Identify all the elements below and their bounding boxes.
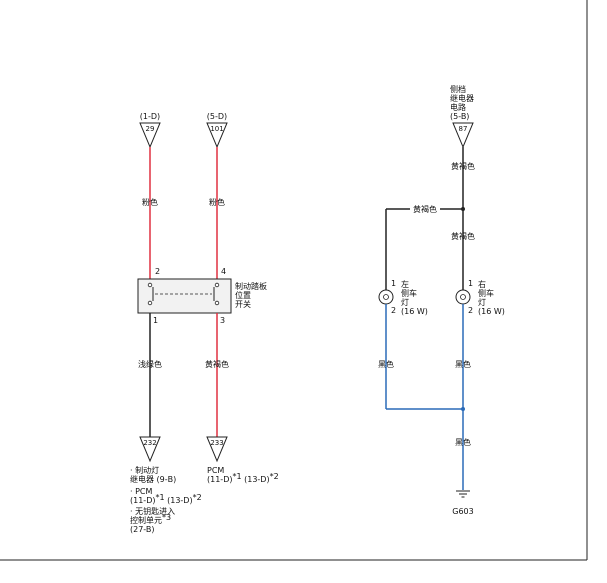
connector-top-right: 侧档 继电器 电路 (5-B) 87 xyxy=(450,84,474,149)
connector-top-right-num: 87 xyxy=(459,125,468,133)
switch-label-2: 位置 xyxy=(235,290,251,300)
switch-pin-2: 2 xyxy=(155,267,160,276)
wire-left-top-color: 粉色 xyxy=(142,197,158,207)
connector-top-middle-num: 101 xyxy=(210,125,223,133)
dest-left-line-3-text: · PCM xyxy=(130,487,152,496)
wire-middle-bottom-color: 黄褐色 xyxy=(205,359,229,369)
dest-left-line-7: (27-B) xyxy=(130,525,155,534)
wire-ground-color: 黑色 xyxy=(455,437,471,447)
left-side-marker-lamp: 1 2 左 侧车 灯 (16 W) xyxy=(378,279,428,316)
wire-left-lamp-bottom-color: 黑色 xyxy=(378,359,394,369)
switch-contact-4 xyxy=(214,282,220,288)
dest-left-line-1: · 制动灯 xyxy=(130,465,159,475)
right-lamp-pin-2: 2 xyxy=(468,306,473,315)
connector-bottom-left-num: 232 xyxy=(143,439,156,447)
dest-middle-line-2-text2: (13-D) xyxy=(242,475,270,484)
dest-left-line-4-sup: *1 xyxy=(155,493,164,502)
wire-left-bottom-color: 浅绿色 xyxy=(138,359,162,369)
right-lamp-circle xyxy=(455,289,471,305)
wire-middle-top-color: 粉色 xyxy=(209,197,225,207)
switch-contact-1 xyxy=(147,300,153,306)
left-lamp-pin-2: 2 xyxy=(391,306,396,315)
right-lamp-pin-1: 1 xyxy=(468,279,473,288)
dest-middle-line-2-sup: *1 xyxy=(232,472,241,481)
dest-left-line-2: 继电器 (9-B) xyxy=(130,474,176,484)
wire-right-lamp-bottom-color: 黑色 xyxy=(455,359,471,369)
connector-top-right-triangle xyxy=(452,122,474,149)
connector-top-right-ref: (5-B) xyxy=(450,112,469,121)
wire-right-mid-color: 黄褐色 xyxy=(451,231,475,241)
dest-middle-line-2-text: (11-D) xyxy=(207,475,232,484)
ground-symbol: G603 xyxy=(452,490,474,516)
dest-middle-line-2-sup2: *2 xyxy=(270,472,279,481)
connector-top-middle-triangle xyxy=(206,122,228,149)
switch-pin-1: 1 xyxy=(153,316,158,325)
switch-pin-4: 4 xyxy=(221,267,226,276)
left-lamp-circle xyxy=(378,289,394,305)
dest-left-line-6: 控制单元*3 xyxy=(130,513,171,525)
connector-bottom-middle-num: 233 xyxy=(210,439,223,447)
switch-label-1: 制动踏板 xyxy=(235,281,267,291)
connector-bottom-middle-destinations: PCM (11-D)*1 (13-D)*2 xyxy=(207,466,279,484)
switch-label-3: 开关 xyxy=(235,299,251,309)
connector-top-middle-ref: (5-D) xyxy=(207,112,227,121)
left-lamp-label-4: (16 W) xyxy=(401,307,428,316)
right-lamp-label-3: 灯 xyxy=(478,297,486,307)
dest-left-line-7-text: (27-B) xyxy=(130,525,155,534)
wire-branch-label-bg xyxy=(410,203,440,214)
dest-left-line-5: · 无钥匙进入 xyxy=(130,506,175,516)
dest-left-line-4: (11-D)*1 (13-D)*2 xyxy=(130,493,202,505)
ground-label: G603 xyxy=(452,507,473,516)
connector-bottom-left-triangle xyxy=(139,436,161,463)
switch-contact-3 xyxy=(214,300,220,306)
dest-left-line-6-sup: *3 xyxy=(162,513,171,522)
connector-top-right-title-3: 电路 xyxy=(450,102,466,112)
right-side-marker-lamp: 1 2 右 侧车 灯 (16 W) xyxy=(455,279,505,316)
switch-pin-3: 3 xyxy=(220,316,225,325)
dest-left-line-1-text: · 制动灯 xyxy=(130,465,159,475)
connector-top-left-num: 29 xyxy=(146,125,155,133)
right-lamp-label-1: 右 xyxy=(478,279,486,289)
connector-bottom-left: 232 xyxy=(139,436,161,463)
left-lamp-label-1: 左 xyxy=(401,279,409,289)
dest-left-line-4-sup2: *2 xyxy=(193,493,202,502)
left-lamp-pin-1: 1 xyxy=(391,279,396,288)
right-lamp-label-2: 侧车 xyxy=(478,288,494,298)
dest-middle-line-1-text: PCM xyxy=(207,466,224,475)
connector-top-right-title-1: 侧档 xyxy=(450,84,466,94)
dest-left-line-2-text: 继电器 (9-B) xyxy=(130,474,176,484)
connector-bottom-middle: 233 xyxy=(206,436,228,463)
switch-contact-2 xyxy=(147,282,153,288)
left-lamp-filament xyxy=(383,294,389,300)
right-lamp-filament xyxy=(460,294,466,300)
dest-left-line-5-text: · 无钥匙进入 xyxy=(130,506,175,516)
connector-bottom-left-destinations: · 制动灯 继电器 (9-B) · PCM (11-D)*1 (13-D)*2 … xyxy=(130,465,202,534)
connector-top-left: (1-D) 29 xyxy=(139,112,161,149)
connector-top-left-triangle xyxy=(139,122,161,149)
wire-right-top-color: 黄褐色 xyxy=(451,161,475,171)
dest-left-line-4-text: (11-D) xyxy=(130,496,155,505)
dest-left-line-3: · PCM xyxy=(130,487,152,496)
left-lamp-label-2: 侧车 xyxy=(401,288,417,298)
dest-middle-line-1: PCM xyxy=(207,466,224,475)
dest-left-line-4-text2: (13-D) xyxy=(165,496,193,505)
connector-bottom-middle-triangle xyxy=(206,436,228,463)
wire-branch-color: 黄褐色 xyxy=(413,204,437,214)
connector-top-middle: (5-D) 101 xyxy=(206,112,228,149)
left-lamp-label-3: 灯 xyxy=(401,297,409,307)
brake-pedal-position-switch: 2 4 1 3 制动踏板 位置 开关 xyxy=(137,267,267,325)
connector-top-right-title-2: 继电器 xyxy=(450,93,474,103)
dest-left-line-6-text: 控制单元 xyxy=(130,515,162,525)
connector-top-left-ref: (1-D) xyxy=(140,112,160,121)
dest-middle-line-2: (11-D)*1 (13-D)*2 xyxy=(207,472,279,484)
right-lamp-label-4: (16 W) xyxy=(478,307,505,316)
